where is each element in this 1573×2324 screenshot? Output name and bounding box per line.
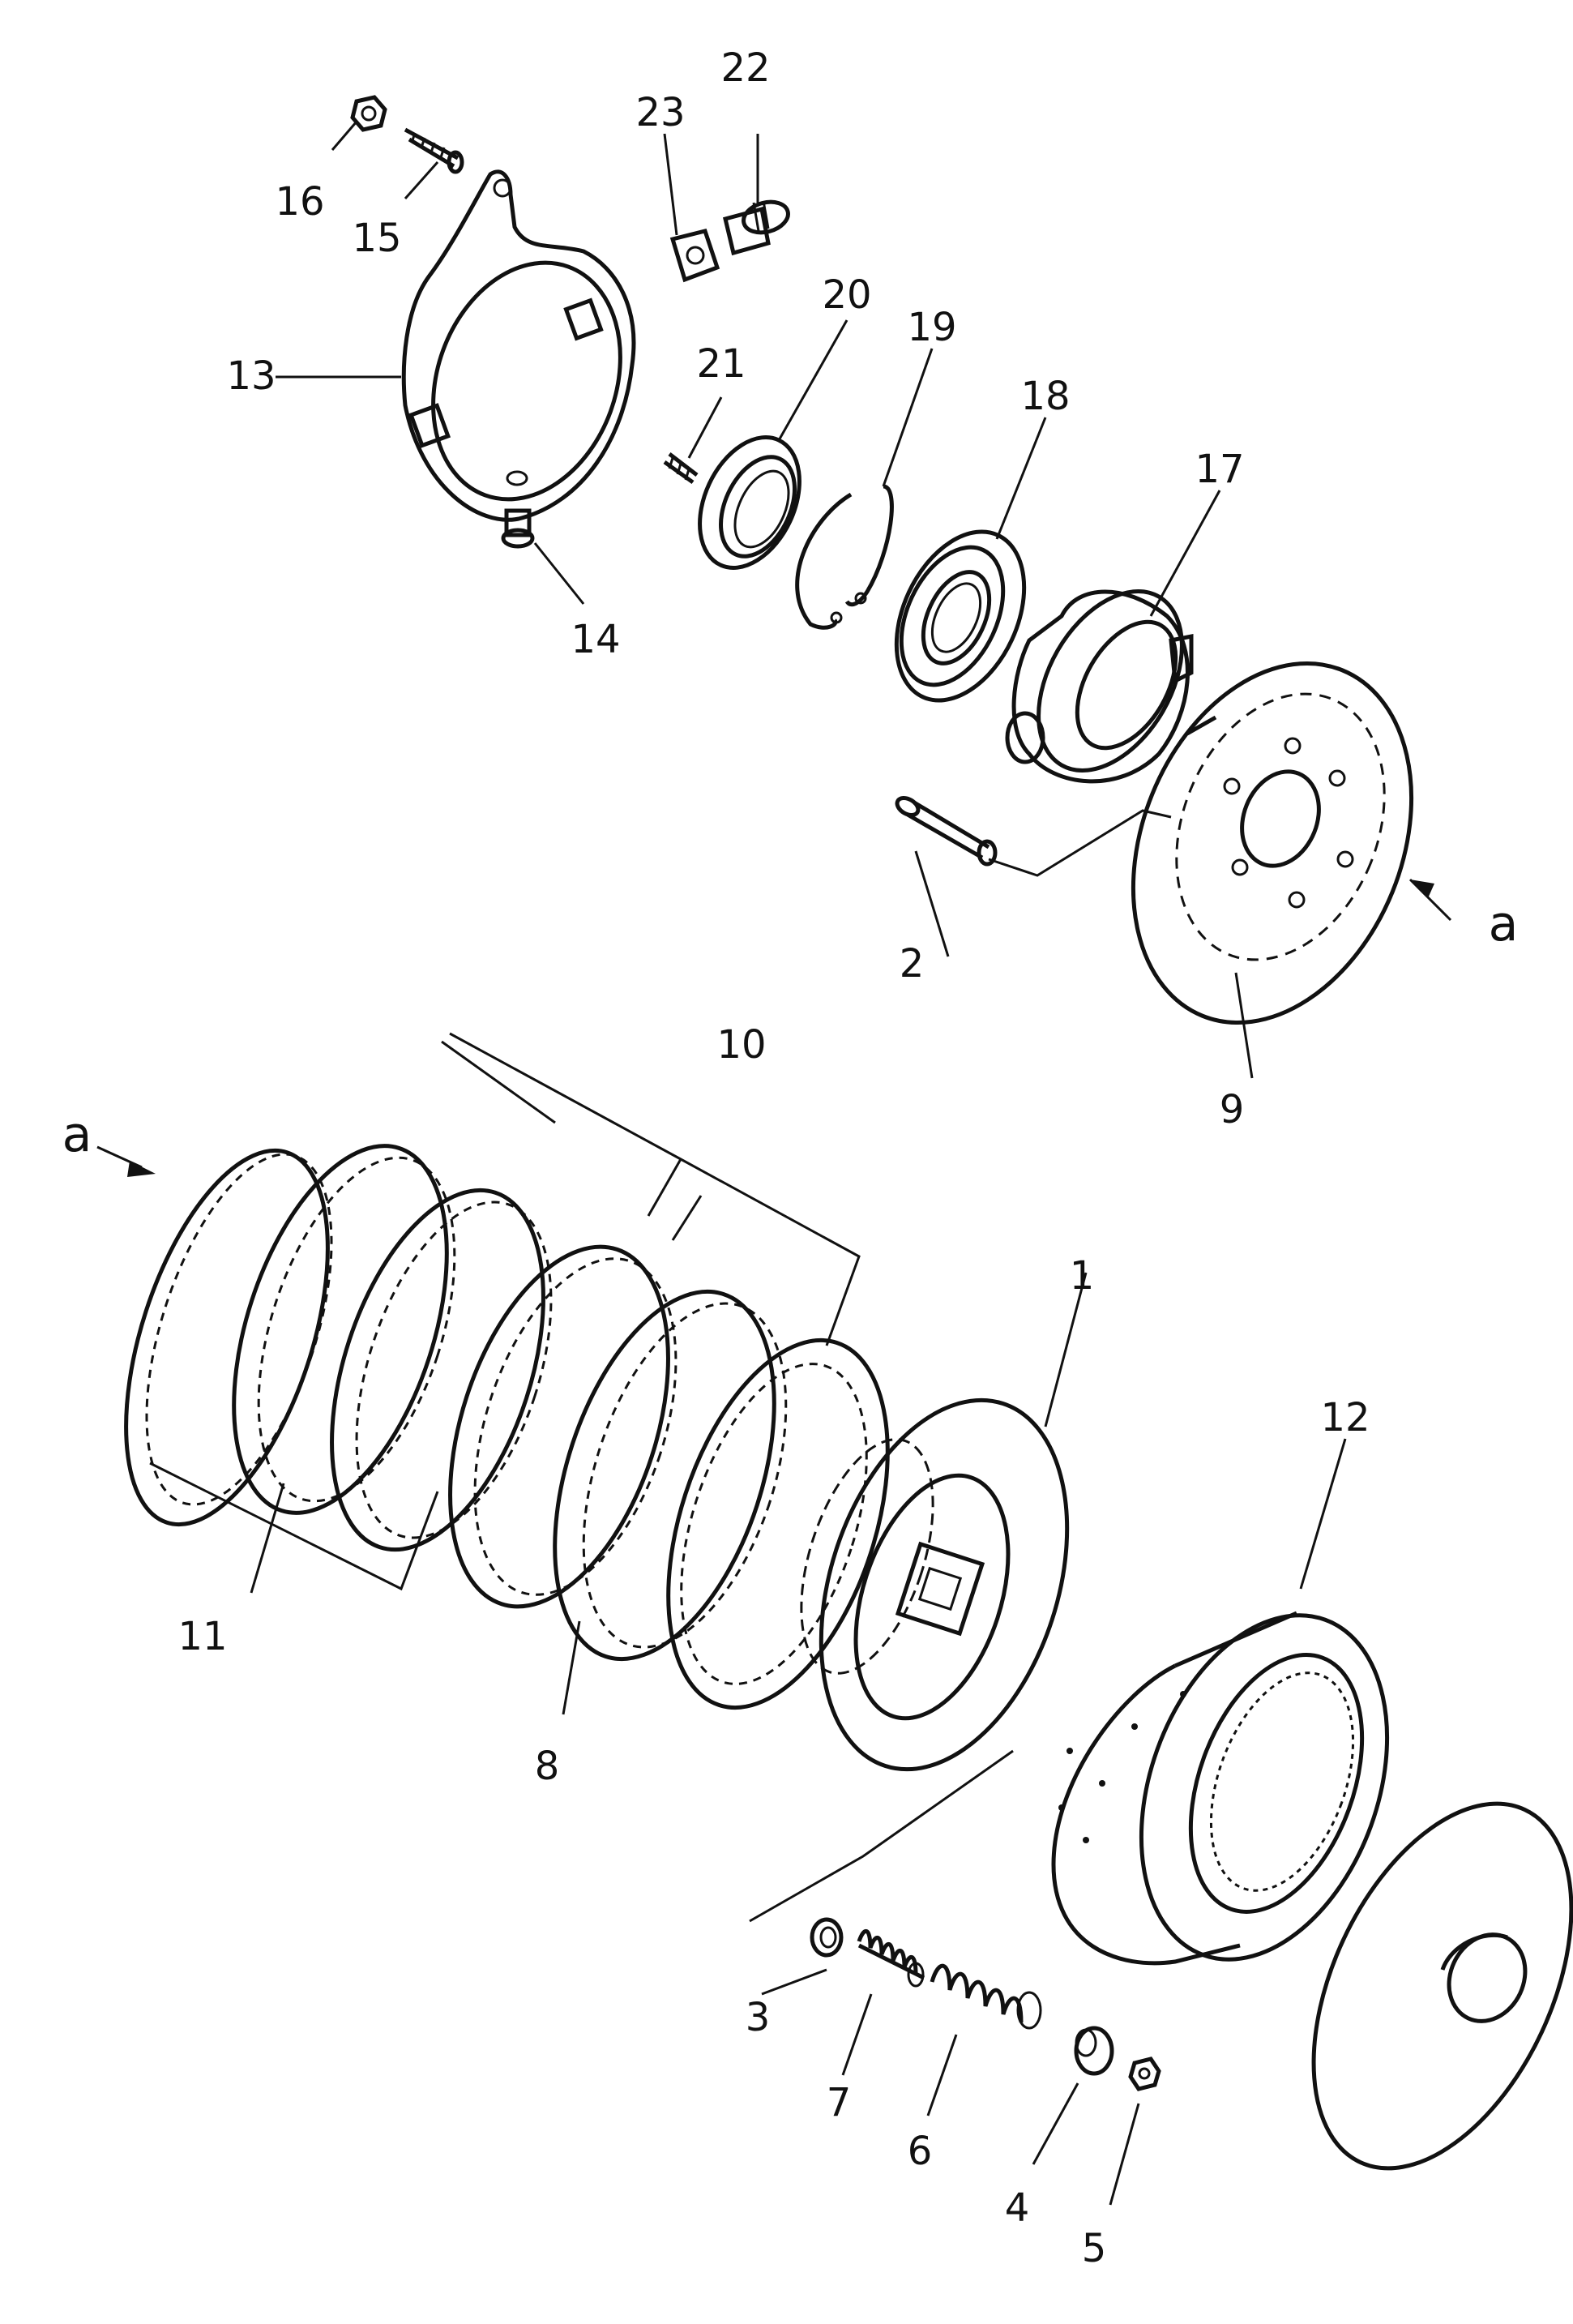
callout-labels: 16 15 13 14 23 22 21 20 19 18 17 2 9 a 1… (62, 45, 1519, 2271)
part-3-spring-seat (810, 1917, 844, 1958)
part-17-bearing-housing (1005, 589, 1194, 784)
part-20-seal (698, 435, 801, 570)
label-7: 7 (827, 2080, 852, 2125)
part-18-bearing (894, 529, 1027, 703)
part-23-lock-washer (669, 229, 720, 283)
label-8: 8 (535, 1744, 560, 1789)
label-13: 13 (226, 353, 276, 399)
part-21-set-screw (663, 452, 699, 485)
part-9-plate (1131, 661, 1414, 1025)
part-16-nut (350, 95, 387, 132)
label-4: 4 (1005, 2185, 1030, 2231)
label-3: 3 (746, 1995, 771, 2040)
label-a-top: a (1489, 896, 1519, 952)
part-2-bolt (895, 796, 998, 867)
part-12-drum (1051, 1611, 1390, 1966)
label-16: 16 (275, 179, 324, 225)
label-20: 20 (822, 272, 871, 318)
label-12: 12 (1320, 1395, 1370, 1440)
label-17: 17 (1195, 447, 1244, 492)
label-1: 1 (1070, 1253, 1095, 1299)
drum-cover (1311, 1801, 1573, 2171)
label-2: 2 (900, 941, 925, 987)
part-4-retainer (1074, 2026, 1114, 2076)
label-15: 15 (352, 216, 401, 261)
label-10: 10 (716, 1022, 766, 1068)
label-6: 6 (908, 2129, 933, 2174)
label-a-bottom: a (62, 1106, 92, 1163)
part-6-outer-spring (930, 1963, 1042, 2030)
label-9: 9 (1220, 1087, 1245, 1132)
disc-stack (124, 1144, 890, 1710)
label-19: 19 (907, 305, 956, 350)
part-15-stud (404, 127, 464, 174)
label-14: 14 (571, 617, 620, 662)
label-22: 22 (720, 45, 770, 91)
part-13-bracket (401, 169, 636, 522)
leader-lines (96, 121, 1452, 2206)
label-21: 21 (696, 341, 746, 387)
part-7-inner-spring (857, 1929, 925, 1988)
label-5: 5 (1082, 2226, 1107, 2271)
label-18: 18 (1020, 374, 1070, 419)
part-14-pin (501, 508, 535, 549)
part-1-hub (800, 1397, 1070, 1772)
part-5-nut (1128, 2057, 1161, 2091)
label-23: 23 (635, 90, 685, 135)
part-22-plug (723, 199, 790, 256)
part-19-snap-ring (795, 484, 894, 630)
label-11: 11 (177, 1614, 227, 1659)
